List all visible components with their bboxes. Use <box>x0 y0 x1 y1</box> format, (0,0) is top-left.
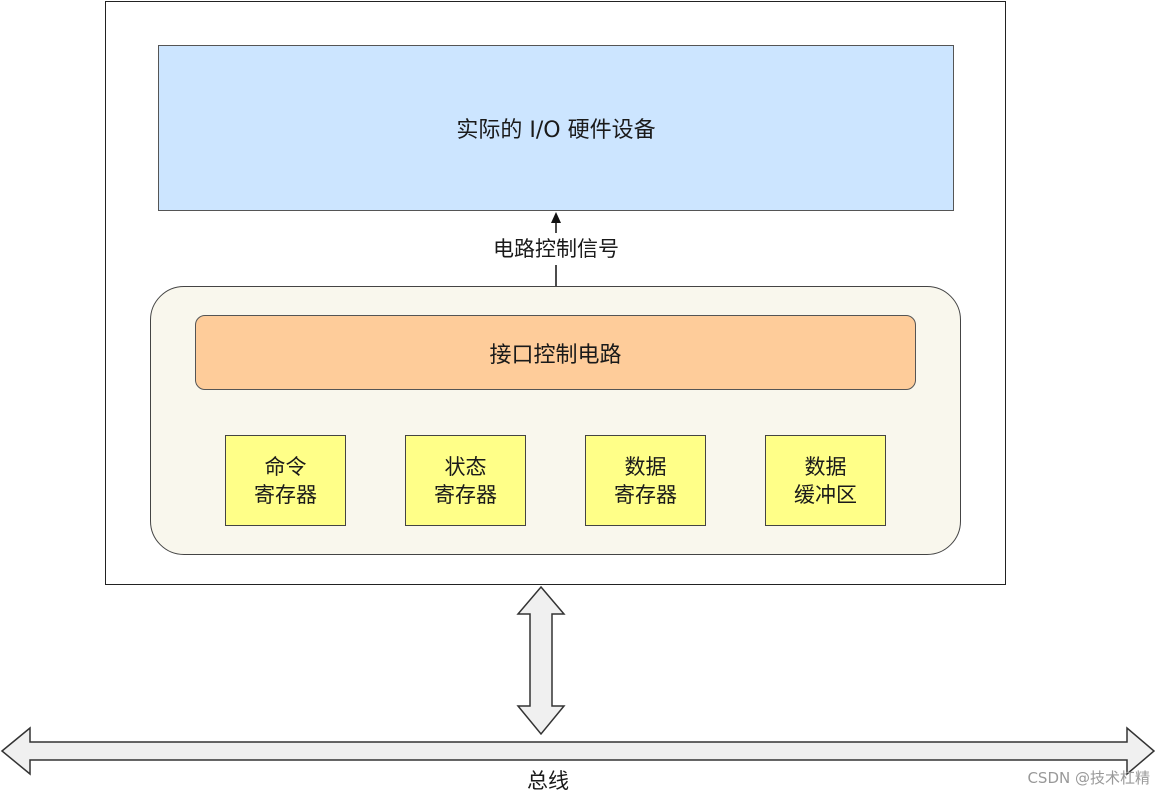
signal-label: 电路控制信号 <box>456 233 656 265</box>
register-label-line1: 数据 <box>804 454 847 479</box>
bidirectional-arrow-icon <box>516 585 566 736</box>
register-label-line2: 寄存器 <box>254 482 317 507</box>
register-label-line2: 缓冲区 <box>794 482 857 507</box>
register-label-line1: 命令 <box>264 454 307 479</box>
bus-label: 总线 <box>527 769 569 793</box>
register-label-line2: 寄存器 <box>434 482 497 507</box>
data-buffer: 数据 缓冲区 <box>765 435 886 526</box>
watermark: CSDN @技术杠精 <box>1027 769 1150 787</box>
data-register: 数据 寄存器 <box>585 435 706 526</box>
io-hardware-device-label: 实际的 I/O 硬件设备 <box>456 118 656 143</box>
register-label-line2: 寄存器 <box>614 482 677 507</box>
command-register: 命令 寄存器 <box>225 435 346 526</box>
register-label-line1: 数据 <box>624 454 667 479</box>
io-hardware-device: 实际的 I/O 硬件设备 <box>158 45 954 211</box>
signal-arrowhead-icon <box>551 212 561 223</box>
interface-control-circuit-label: 接口控制电路 <box>489 342 622 368</box>
bus-arrow-icon <box>0 726 1155 776</box>
interface-control-circuit: 接口控制电路 <box>195 315 916 390</box>
status-register: 状态 寄存器 <box>405 435 526 526</box>
register-label-line1: 状态 <box>444 454 487 479</box>
